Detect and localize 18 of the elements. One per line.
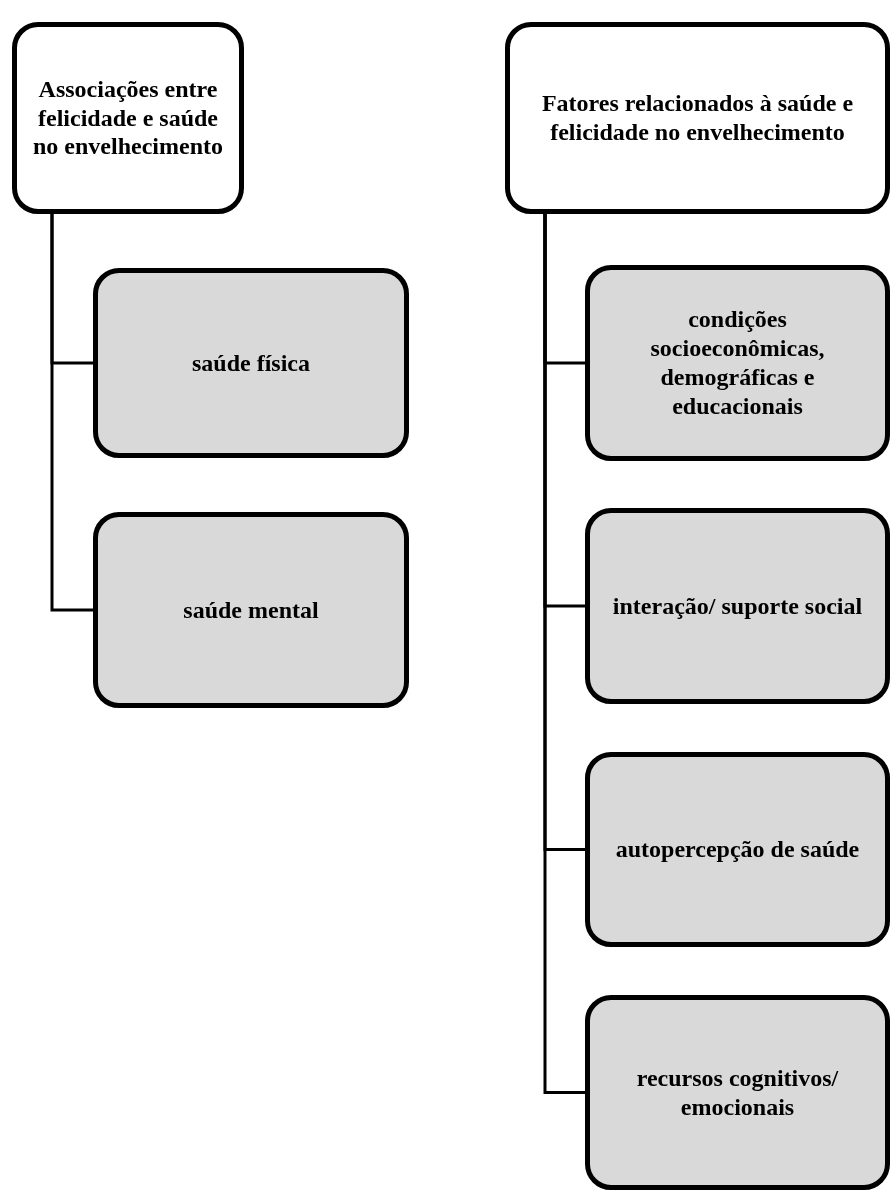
connector-line [543, 214, 585, 1094]
item-box [585, 752, 890, 947]
connector-line [50, 214, 93, 612]
heading-text: Fatores relacionados à saúde e felicidade no envelhecimento [540, 89, 855, 147]
item-text: saúde mental [183, 595, 319, 625]
item-text: autopercepção de saúde [615, 835, 860, 864]
item-text: condições socioeconômicas, demográficas e educacionais [649, 305, 826, 421]
item-box [585, 508, 890, 704]
category-box [505, 22, 890, 214]
item-text: interação/ suporte social [612, 591, 863, 621]
item-box [585, 265, 890, 461]
item-text: recursos cognitivos/ emocionais [635, 1063, 840, 1122]
item-text: saúde física [192, 348, 310, 378]
item-box [93, 268, 409, 458]
category-box [12, 22, 244, 214]
heading-text: Associações entre felicidade e saúde no envelhecimento [32, 74, 224, 162]
item-box [585, 995, 890, 1190]
item-box [93, 512, 409, 708]
